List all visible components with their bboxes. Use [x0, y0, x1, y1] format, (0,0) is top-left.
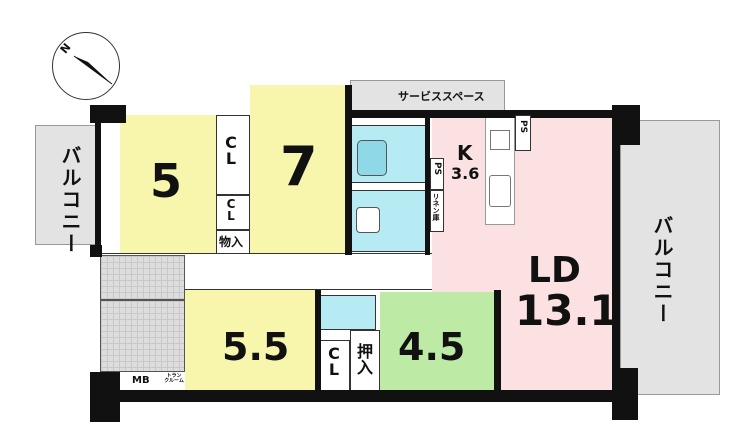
compass-arrow-icon — [73, 55, 113, 85]
wall — [345, 85, 352, 255]
wall — [90, 245, 102, 257]
room-7 — [250, 85, 350, 253]
room-7-label: 7 — [280, 135, 318, 198]
oshiire-label: 押入 — [354, 343, 373, 375]
compass: N — [52, 32, 120, 100]
wall — [612, 110, 620, 395]
stove — [490, 130, 510, 150]
balcony-right-label: バルコニー — [650, 215, 674, 325]
closet-1-label: CL — [225, 133, 237, 168]
mb — [124, 373, 160, 389]
trunk-room — [163, 373, 185, 389]
entry-hall — [100, 300, 185, 372]
kitchen-size: 3.6 — [451, 164, 480, 183]
bathtub — [357, 140, 387, 176]
wall — [315, 290, 321, 392]
oshiire — [350, 330, 380, 392]
ps-2-label: PS — [518, 120, 528, 134]
wall — [425, 110, 430, 255]
toilet — [320, 295, 376, 330]
ld-size: 13.1 — [515, 286, 619, 335]
ps-1-label: PS — [432, 162, 442, 176]
closet-1 — [216, 115, 250, 195]
balcony-left-label: バルコニー — [58, 145, 82, 255]
closet-2 — [216, 195, 250, 230]
wall — [345, 110, 615, 118]
mb-label: MB — [132, 375, 150, 386]
room-5-label: 5 — [150, 154, 183, 208]
linen-label: リネン庫 — [432, 193, 440, 221]
closet-2-label: CL — [226, 197, 236, 223]
kitchen-label: K — [457, 141, 473, 165]
balcony-right — [620, 120, 720, 395]
room-5-5-label: 5.5 — [222, 325, 290, 369]
linen-closet — [430, 190, 444, 232]
service-space — [350, 80, 505, 112]
room-5-5 — [185, 290, 320, 392]
closet-3-label: CL — [328, 344, 340, 379]
room-4-5-label: 4.5 — [398, 325, 466, 369]
wall — [90, 390, 638, 402]
kitchen-sink — [489, 175, 511, 207]
service-space-label: サービススペース — [398, 90, 485, 103]
wash-basin — [356, 207, 380, 233]
ld-label: LD — [528, 250, 581, 291]
entrance — [100, 255, 185, 300]
wall — [90, 105, 126, 123]
storage-label: 物入 — [219, 235, 244, 249]
room-5 — [120, 115, 216, 253]
trunk-room-label: トランクルーム — [164, 373, 184, 384]
wall — [494, 290, 501, 392]
ps-1 — [430, 158, 444, 190]
room-4-5 — [380, 292, 496, 392]
wall — [95, 123, 101, 253]
ps-2 — [515, 115, 531, 151]
wall — [90, 372, 120, 422]
